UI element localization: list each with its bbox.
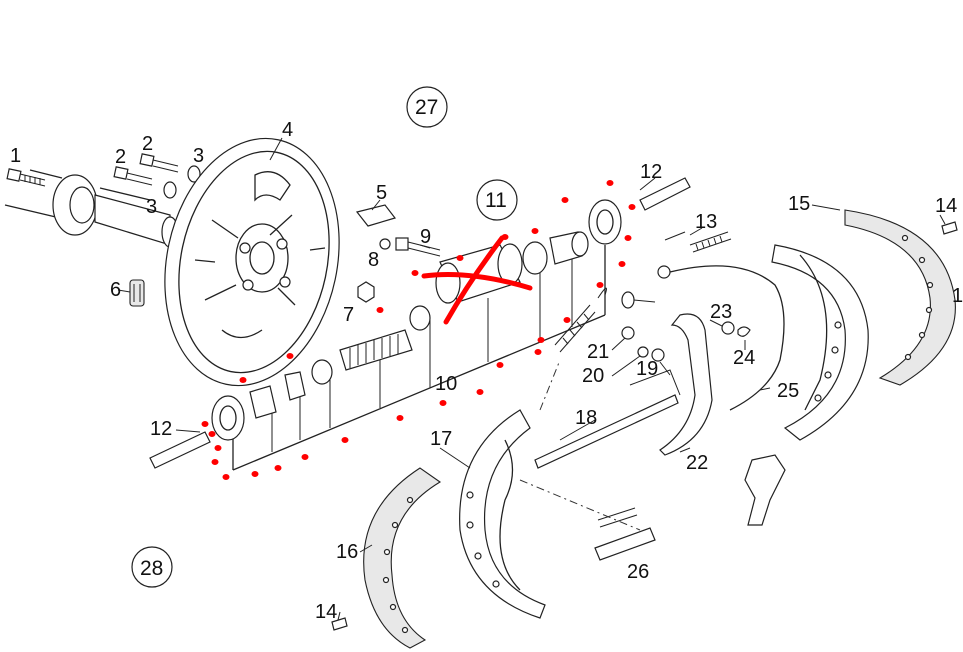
label-16-right: 16 [952, 285, 963, 307]
label-10: 10 [435, 373, 457, 395]
label-3a: 3 [193, 145, 204, 167]
red-dot [376, 307, 384, 313]
small-hardware [621, 291, 751, 362]
lining-16-left [363, 467, 442, 649]
red-dot [341, 437, 349, 443]
bolt-2b [139, 153, 179, 173]
pin-12-right [639, 177, 691, 211]
label-2b: 2 [142, 133, 153, 155]
red-dot [596, 282, 604, 288]
red-dot [239, 377, 247, 383]
label-3b: 3 [146, 196, 157, 218]
adjusting-lever [744, 454, 786, 526]
red-dot [496, 362, 504, 368]
label-24: 24 [733, 347, 755, 369]
backing-plate [164, 137, 340, 387]
red-dot [222, 474, 230, 480]
red-dot [476, 389, 484, 395]
adjuster-26 [594, 507, 656, 561]
red-dot [606, 180, 614, 186]
pin-14-left [331, 617, 348, 631]
label-6: 6 [110, 279, 121, 301]
label-12-left: 12 [150, 418, 172, 440]
label-17: 17 [430, 428, 452, 450]
washer-3a [187, 165, 201, 183]
shoe-15 [771, 244, 869, 441]
red-dot [561, 197, 569, 203]
lever-22 [659, 313, 713, 456]
ref-circle-11 [476, 179, 518, 221]
red-dotted-outline [201, 180, 636, 480]
spring-center [554, 287, 607, 353]
label-21: 21 [587, 341, 609, 363]
label-5: 5 [376, 182, 387, 204]
red-dot [439, 400, 447, 406]
bracket-5 [355, 204, 397, 227]
label-20: 20 [582, 365, 604, 387]
washer-3b [163, 181, 177, 199]
strut-18 [534, 369, 681, 469]
red-dot [531, 228, 539, 234]
red-dot [214, 445, 222, 451]
label-11: 11 [485, 189, 507, 212]
spring-13 [664, 231, 732, 253]
label-25: 25 [777, 380, 799, 402]
label-1: 1 [10, 145, 21, 167]
label-28: 28 [140, 557, 163, 580]
label-2a: 2 [115, 146, 126, 168]
clip-6 [129, 279, 145, 307]
label-23: 23 [710, 301, 732, 323]
label-7: 7 [343, 304, 354, 326]
red-cross-mark [421, 235, 533, 325]
ref-circle-27 [406, 86, 448, 128]
red-dot [201, 421, 209, 427]
label-4: 4 [282, 119, 293, 141]
label-8: 8 [368, 249, 379, 271]
cable-25 [657, 265, 785, 411]
pin-14-right [941, 221, 958, 235]
label-16-left: 16 [336, 541, 358, 563]
red-dot [208, 431, 216, 437]
red-dot [251, 471, 259, 477]
label-18: 18 [575, 407, 597, 429]
label-26: 26 [627, 561, 649, 583]
label-27: 27 [415, 96, 438, 119]
label-13: 13 [695, 211, 717, 233]
red-dot [501, 234, 509, 240]
bolt-2a [113, 166, 153, 186]
nut-7 [357, 281, 375, 303]
label-19: 19 [636, 358, 658, 380]
red-dot [563, 317, 571, 323]
leader-lines [117, 137, 946, 621]
label-9: 9 [420, 226, 431, 248]
label-14-right: 14 [935, 195, 957, 217]
red-dot [534, 349, 542, 355]
label-22: 22 [686, 452, 708, 474]
red-dot [456, 255, 464, 261]
red-dot [624, 235, 632, 241]
ref-circle-28 [131, 546, 173, 588]
red-dot [628, 204, 636, 210]
red-dot [537, 337, 545, 343]
red-dot [211, 459, 219, 465]
red-dot [396, 415, 404, 421]
red-dot [301, 454, 309, 460]
label-15: 15 [788, 193, 810, 215]
label-12-right: 12 [640, 161, 662, 183]
bolt-1 [6, 168, 46, 187]
pin-12-left [149, 431, 211, 469]
red-dot [411, 270, 419, 276]
red-dot [274, 465, 282, 471]
lining-16-right [844, 209, 956, 386]
shoe-17 [459, 409, 546, 619]
label-14-left: 14 [315, 601, 337, 623]
red-dot [286, 353, 294, 359]
red-dot [618, 261, 626, 267]
